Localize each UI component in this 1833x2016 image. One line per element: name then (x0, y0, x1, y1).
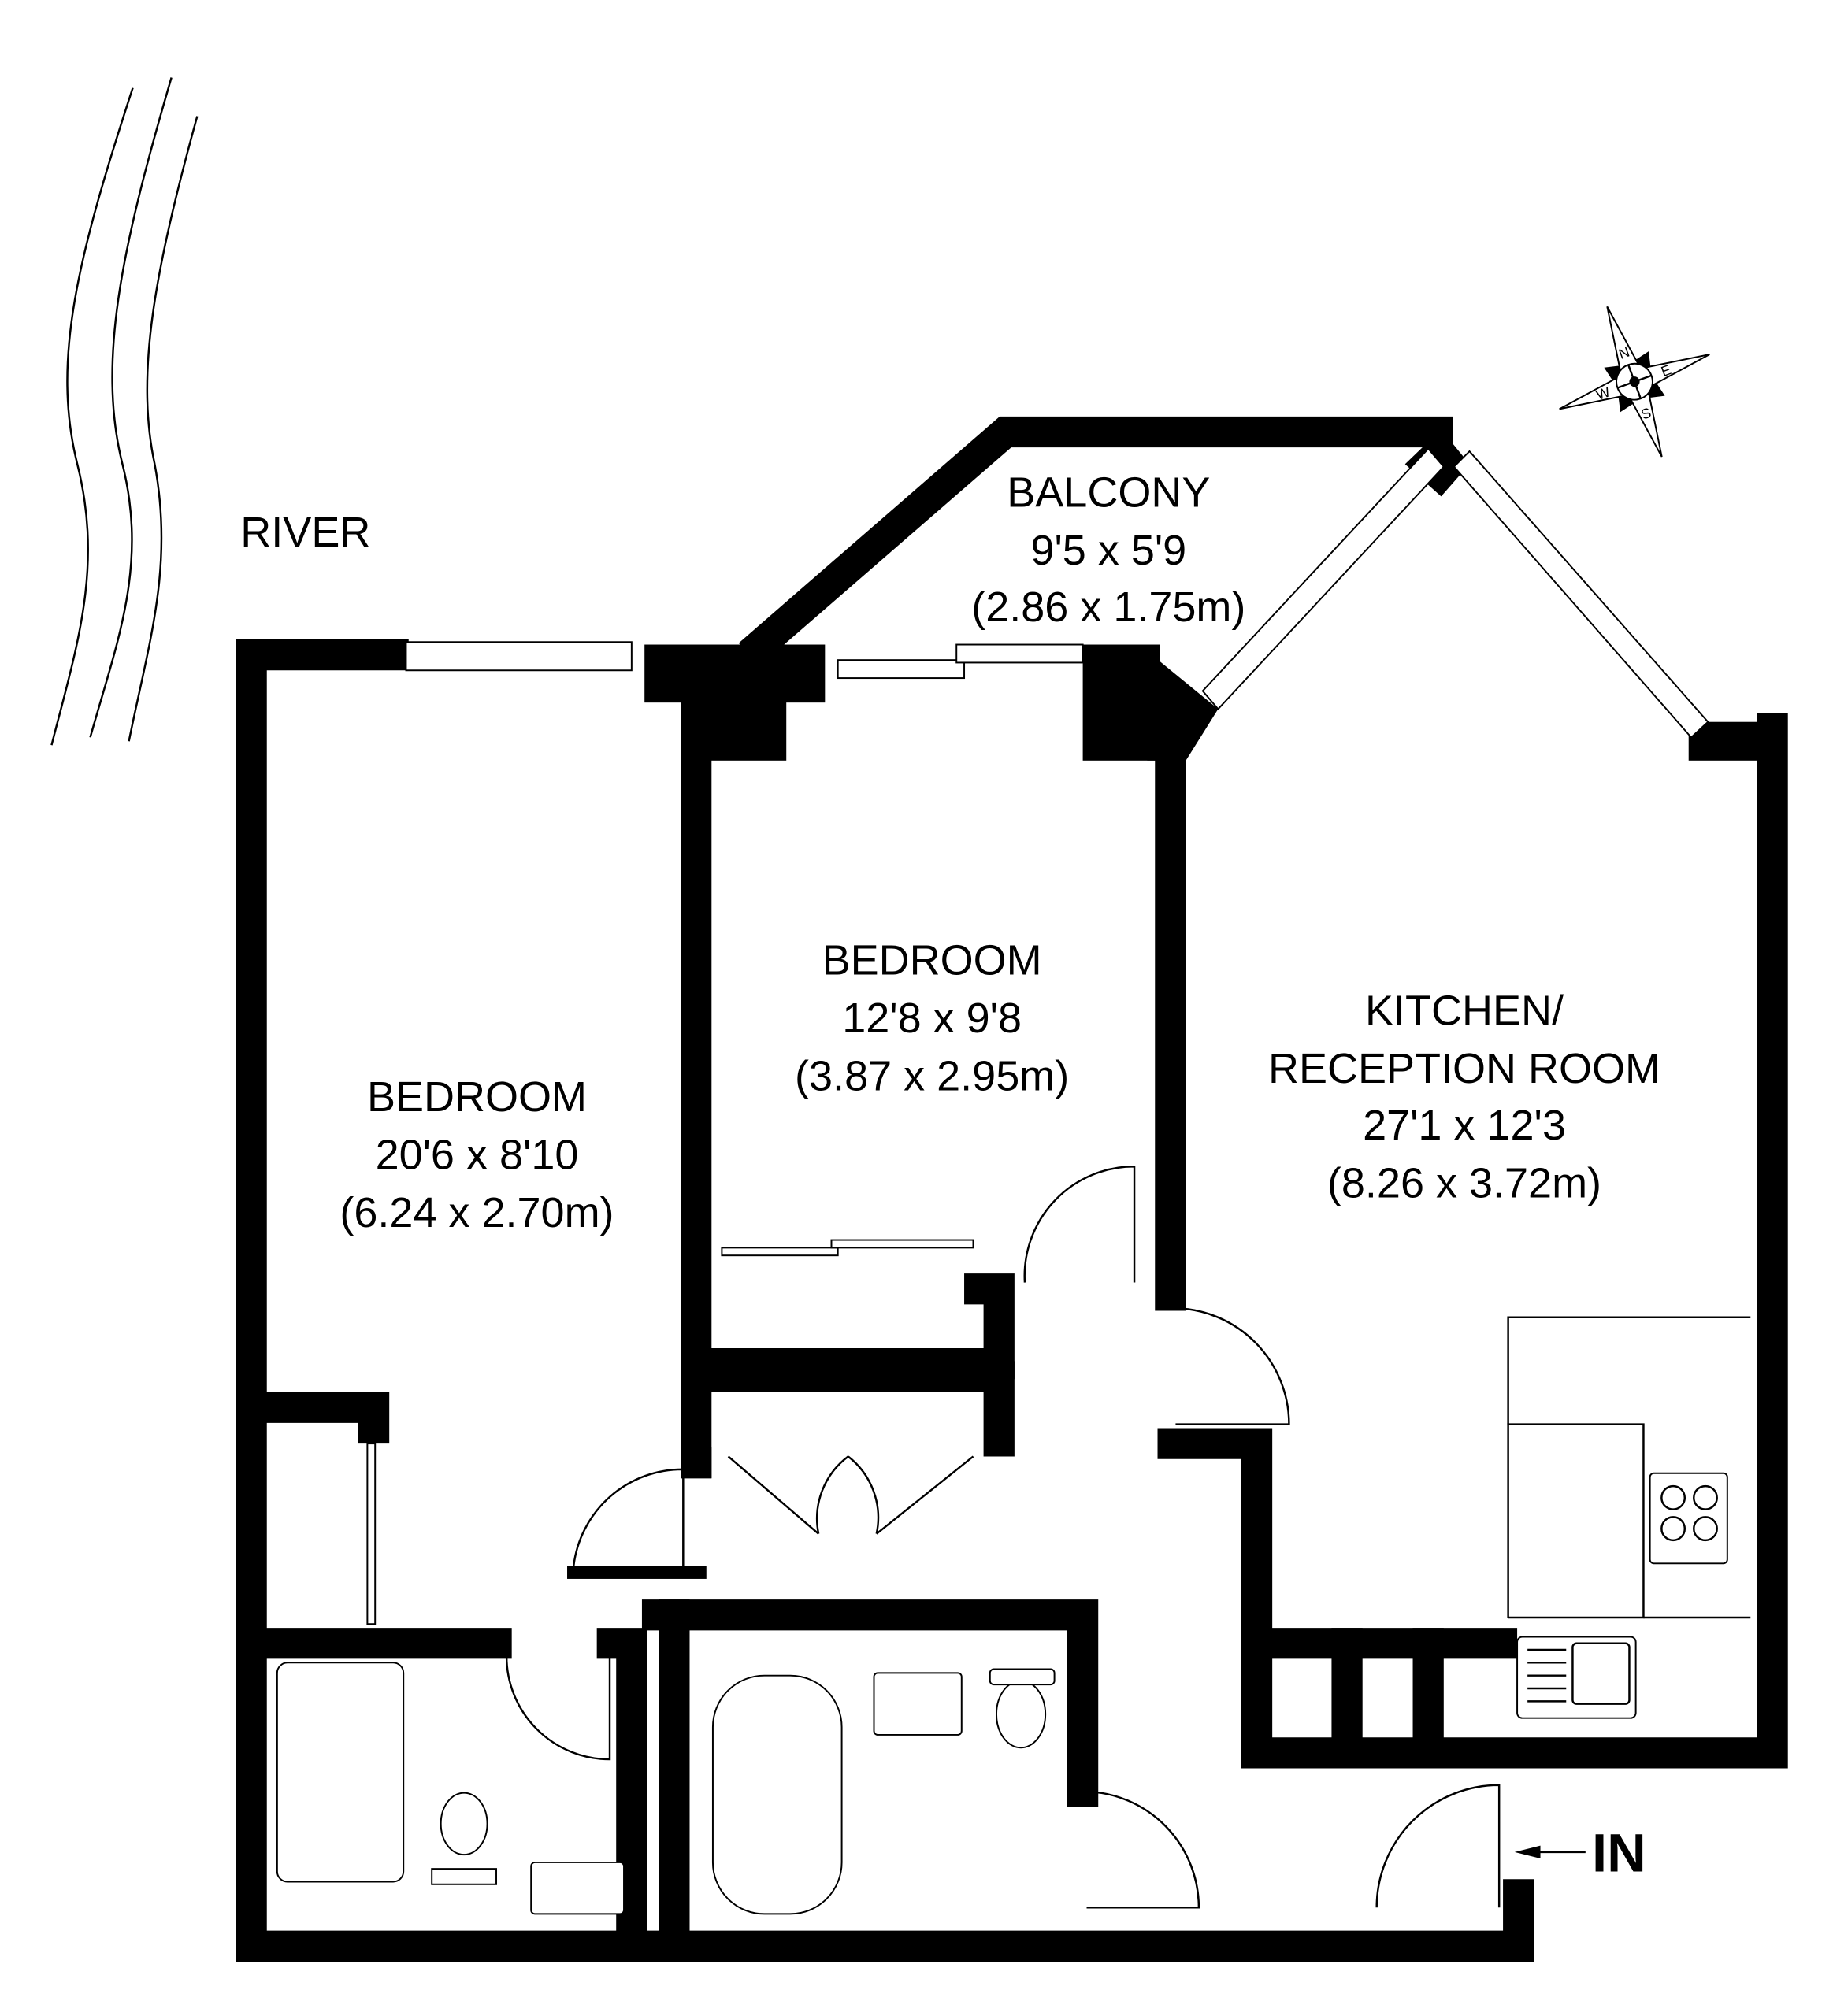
arrow-left-icon (1514, 1845, 1541, 1859)
shower-tray-icon (276, 1662, 405, 1883)
room-name: BEDROOM (367, 1073, 587, 1121)
river-label: RIVER (240, 509, 370, 556)
sink-icon (1516, 1636, 1637, 1719)
walls (236, 416, 1788, 1962)
basin-icon (530, 1861, 625, 1915)
room-name: BEDROOM (822, 936, 1042, 984)
entrance-marker: IN (1514, 1822, 1646, 1883)
toilet-icon (440, 1792, 488, 1856)
room-name: KITCHEN/ (1365, 987, 1564, 1034)
compass-w: W (1594, 384, 1612, 403)
room-size-imperial: 27'1 x 12'3 (1363, 1102, 1566, 1149)
room-size-metric: (8.26 x 3.72m) (1327, 1160, 1601, 1207)
room-size-imperial: 12'8 x 9'8 (842, 995, 1022, 1042)
kitchen-units (1507, 1316, 1751, 1719)
river-lines (50, 77, 199, 746)
room-size-metric: (6.24 x 2.70m) (340, 1189, 614, 1236)
room-kitchen-reception: KITCHEN/ RECEPTION ROOM 27'1 x 12'3 (8.2… (1268, 987, 1660, 1206)
room-size-imperial: 20'6 x 8'10 (376, 1132, 579, 1179)
toilet-icon (995, 1680, 1047, 1749)
entrance-label: IN (1592, 1822, 1646, 1883)
hob-icon (1649, 1472, 1728, 1565)
room-bedroom-2: BEDROOM 12'8 x 9'8 (3.87 x 2.95m) (795, 936, 1069, 1099)
compass-n: N (1616, 344, 1631, 362)
room-name: RECEPTION ROOM (1268, 1045, 1660, 1092)
room-size-imperial: 9'5 x 5'9 (1030, 527, 1186, 574)
basin-icon (873, 1672, 963, 1736)
bath-icon (711, 1674, 843, 1915)
room-balcony: BALCONY 9'5 x 5'9 (2.86 x 1.75m) (971, 469, 1245, 631)
compass-e: E (1659, 361, 1673, 380)
doors (366, 1166, 1501, 1909)
windows (405, 447, 1709, 739)
room-size-metric: (2.86 x 1.75m) (971, 584, 1245, 631)
room-name: BALCONY (1007, 469, 1210, 516)
compass-s: S (1639, 405, 1653, 423)
room-size-metric: (3.87 x 2.95m) (795, 1053, 1069, 1100)
room-bedroom-1: BEDROOM 20'6 x 8'10 (6.24 x 2.70m) (340, 1073, 614, 1236)
bathroom-fittings (276, 1662, 1056, 1915)
compass-rose-icon: N E S W (1559, 306, 1710, 458)
